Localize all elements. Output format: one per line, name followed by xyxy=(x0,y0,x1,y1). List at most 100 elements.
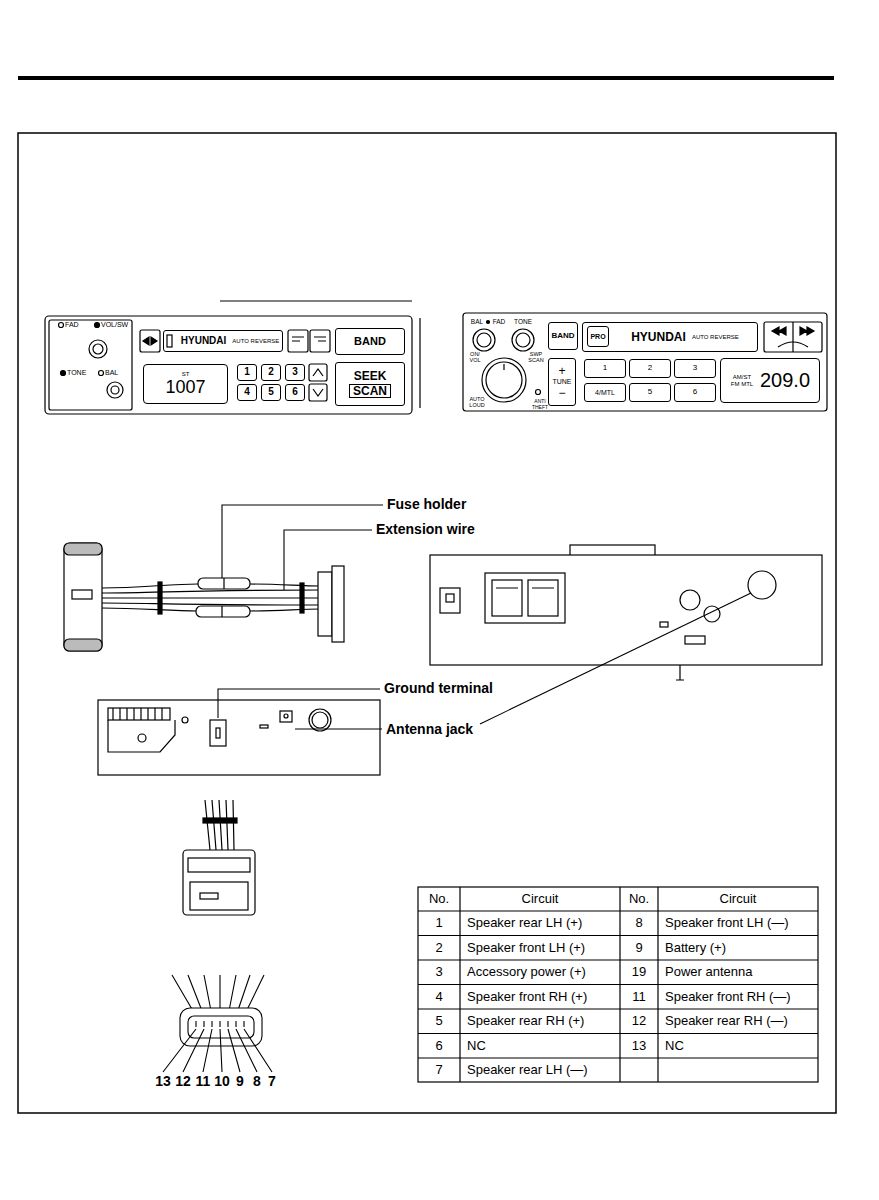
preset-button: 1 xyxy=(237,364,257,381)
preset-button: 6 xyxy=(285,384,305,401)
radio-face-1 xyxy=(143,337,157,345)
button-text: 2 xyxy=(268,367,274,378)
wiring-harness xyxy=(64,543,102,651)
page-frame xyxy=(18,133,836,1113)
button-text: SCAN xyxy=(349,384,391,399)
radio-face-1 xyxy=(45,301,420,414)
panel-marking: VOL/SW xyxy=(101,321,128,329)
button-text: 2 xyxy=(648,364,652,372)
pin-diagram xyxy=(163,975,272,1072)
preset-button: 6 xyxy=(674,383,716,402)
radio-face-1 xyxy=(89,340,107,358)
radio-face-1 xyxy=(45,316,412,414)
connector-with-wires xyxy=(203,818,237,823)
cassette-door: HYUNDAIAUTO REVERSE xyxy=(163,330,283,352)
radio-face-2 xyxy=(463,313,827,411)
table-cell: 8 xyxy=(635,916,642,930)
panel-marking: ON/ VOL xyxy=(466,351,484,363)
radio-side-view xyxy=(108,708,170,720)
pin-number: 12 xyxy=(175,1074,191,1089)
radio-side-view xyxy=(280,711,292,722)
lcd-display: ST1007 xyxy=(143,364,228,404)
radio-side-view xyxy=(210,720,226,746)
table-cell: Speaker front LH (—) xyxy=(665,916,789,930)
table-cell: Power antenna xyxy=(665,965,752,979)
wiring-harness xyxy=(64,543,344,651)
button-text: AUTO REVERSE xyxy=(692,334,739,340)
wiring-harness xyxy=(64,543,102,555)
table-cell: 9 xyxy=(635,941,642,955)
panel-marking: ANTI THEFT xyxy=(527,399,553,410)
radio-side-view xyxy=(260,725,268,728)
button-text: − xyxy=(558,387,565,400)
connector-with-wires xyxy=(190,882,248,910)
pin-diagram xyxy=(196,1021,244,1027)
pin-diagram xyxy=(188,1016,254,1038)
panel-marking: FAD xyxy=(65,321,79,329)
radio-side-view xyxy=(284,714,288,718)
radio-face-1 xyxy=(95,323,100,328)
table-cell: Speaker rear RH (—) xyxy=(665,1014,788,1028)
pin-diagram xyxy=(163,1029,272,1072)
table-cell: 13 xyxy=(632,1039,646,1053)
leader-line xyxy=(284,530,372,590)
preset-button: 2 xyxy=(629,359,671,378)
pin-number: 8 xyxy=(253,1074,261,1089)
radio-rear-view xyxy=(676,665,684,680)
wiring-harness xyxy=(300,583,304,613)
callout-label: Extension wire xyxy=(376,522,475,537)
radio-face-1 xyxy=(313,369,323,376)
button-text: 1 xyxy=(244,367,250,378)
radio-face-1 xyxy=(314,337,326,341)
radio-face-2 xyxy=(772,327,814,335)
table-cell: Speaker rear RH (+) xyxy=(467,1014,584,1028)
pin-number: 7 xyxy=(268,1074,276,1089)
button-text: + xyxy=(558,365,565,378)
connector-with-wires xyxy=(183,800,255,915)
table-cell: Speaker front RH (—) xyxy=(665,990,791,1004)
button-text: HYUNDAI xyxy=(181,336,227,347)
callout-label: Ground terminal xyxy=(384,681,493,696)
button-text: 3 xyxy=(292,367,298,378)
pin-table-grid xyxy=(418,887,818,1082)
radio-side-view xyxy=(138,734,146,742)
panel-marking: TONE xyxy=(514,318,532,325)
radio-face-1 xyxy=(309,364,327,381)
table-cell: Circuit xyxy=(720,892,757,906)
tune-button: +TUNE − xyxy=(548,358,576,406)
panel-marking: BAL xyxy=(471,318,483,325)
radio-face-1 xyxy=(288,330,308,352)
radio-face-2 xyxy=(536,390,541,395)
leader-line xyxy=(480,593,751,724)
radio-face-1 xyxy=(167,335,172,347)
panel-marking: AUTO LOUD xyxy=(465,396,489,408)
radio-face-1 xyxy=(419,318,420,408)
pin-number: 11 xyxy=(196,1074,211,1089)
wiring-harness xyxy=(196,606,250,617)
page-frame xyxy=(18,76,834,80)
table-cell: Accessory power (+) xyxy=(467,965,586,979)
preset-button: 3 xyxy=(674,359,716,378)
button-text: 1007 xyxy=(165,378,205,397)
table-cell: 2 xyxy=(435,941,442,955)
connector-with-wires xyxy=(205,800,234,850)
radio-rear-view xyxy=(492,580,522,616)
radio-rear-view xyxy=(685,636,705,644)
button-text: TUNE xyxy=(552,378,571,385)
pin-number: 13 xyxy=(155,1074,171,1089)
connector-with-wires xyxy=(188,858,250,872)
radio-rear-view xyxy=(660,622,668,627)
pin-number: 9 xyxy=(236,1074,244,1089)
table-cell: 1 xyxy=(435,916,442,930)
button-text: AM/ST FM MTL xyxy=(730,374,754,387)
preset-button: 4 xyxy=(237,384,257,401)
radio-face-2 xyxy=(486,362,522,398)
radio-rear-view xyxy=(485,573,565,623)
table-cell: No. xyxy=(629,892,649,906)
wiring-harness xyxy=(223,578,224,589)
button-text: 3 xyxy=(693,364,697,372)
radio-face-2 xyxy=(503,364,504,370)
radio-face-1 xyxy=(140,330,160,352)
table-cell: 4 xyxy=(435,990,442,1004)
